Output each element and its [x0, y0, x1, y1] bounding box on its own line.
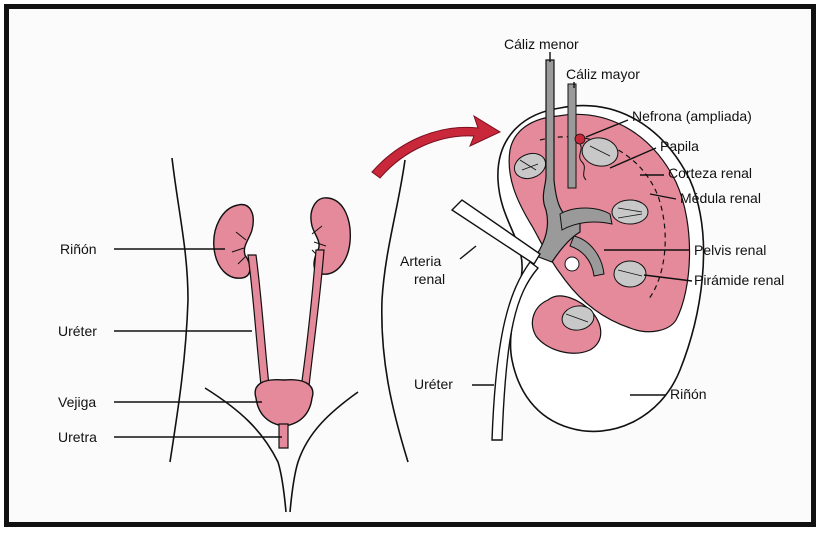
label-rinon-right: Riñón — [670, 386, 707, 402]
label-medula-renal: Médula renal — [680, 190, 761, 206]
left-ureter — [248, 255, 270, 395]
label-renal: renal — [414, 271, 445, 287]
right-ureter — [300, 250, 324, 395]
label-vejiga: Vejiga — [58, 394, 96, 410]
label-corteza-renal: Corteza renal — [668, 165, 752, 181]
magnify-arrow — [372, 116, 500, 178]
urethra — [279, 424, 288, 448]
torso-outline — [170, 158, 408, 512]
label-nefrona: Nefrona (ampliada) — [632, 108, 752, 124]
label-pelvis-renal: Pelvis renal — [694, 242, 766, 258]
label-papila: Papila — [660, 138, 699, 154]
label-arteria: Arteria — [400, 253, 441, 269]
left-kidney — [214, 205, 253, 279]
label-ureter-right: Uréter — [414, 376, 453, 392]
bladder — [255, 380, 313, 426]
label-piramide-renal: Pirámide renal — [694, 272, 784, 288]
label-uretra: Uretra — [58, 429, 97, 445]
label-rinon-left: Riñón — [60, 241, 97, 257]
label-caliz-mayor: Cáliz mayor — [566, 66, 640, 82]
label-caliz-menor: Cáliz menor — [504, 36, 579, 52]
nephron-marker — [575, 134, 585, 144]
label-ureter-left: Uréter — [58, 323, 97, 339]
